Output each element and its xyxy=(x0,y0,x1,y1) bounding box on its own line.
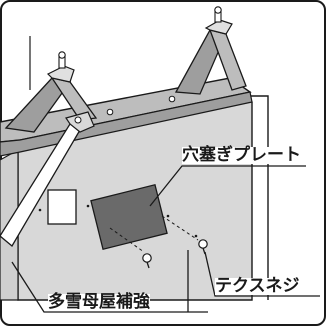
leader-lines xyxy=(11,165,320,313)
leader-snow-base-reinforcement xyxy=(11,261,208,313)
diagonal-strap xyxy=(0,111,95,247)
blanking-plate-label: 穴塞ぎプレート xyxy=(182,145,301,165)
screw-guide-lines xyxy=(109,215,199,253)
leader-tapping-screw xyxy=(204,251,320,297)
blanking-plate xyxy=(90,183,168,251)
left-bracket xyxy=(4,51,98,133)
right-bracket xyxy=(174,6,247,95)
leader-blanking-plate xyxy=(149,165,306,207)
snow-base-reinforcement-label: 多雪母屋補強 xyxy=(48,292,150,312)
panel-holes xyxy=(38,204,198,238)
screw-left xyxy=(142,253,152,269)
back-frame xyxy=(29,36,269,300)
panel-opening xyxy=(47,189,77,225)
tapping-screw-label: テクスネジ xyxy=(215,276,300,296)
